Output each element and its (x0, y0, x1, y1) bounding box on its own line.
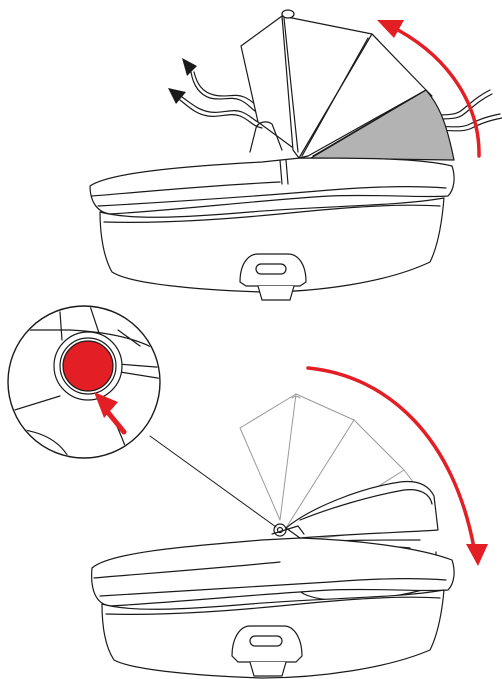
callout-leader-line (149, 435, 277, 528)
bassinet-latch-bottom (231, 625, 303, 677)
bassinet-top (89, 121, 455, 301)
canopy (240, 9, 455, 161)
press-arrow (94, 392, 127, 435)
release-button-callout (7, 305, 161, 459)
canopy-pivot (271, 523, 305, 537)
release-button-icon (62, 340, 114, 392)
panel-canopy-open (89, 9, 502, 301)
bassinet-bottom (91, 537, 455, 679)
airflow-arrow-lower (168, 88, 265, 129)
rotation-arrow-fold (306, 366, 488, 566)
bassinet-latch-top (239, 253, 307, 301)
panel-canopy-fold (7, 305, 488, 679)
rotation-arrow-open (377, 20, 481, 158)
